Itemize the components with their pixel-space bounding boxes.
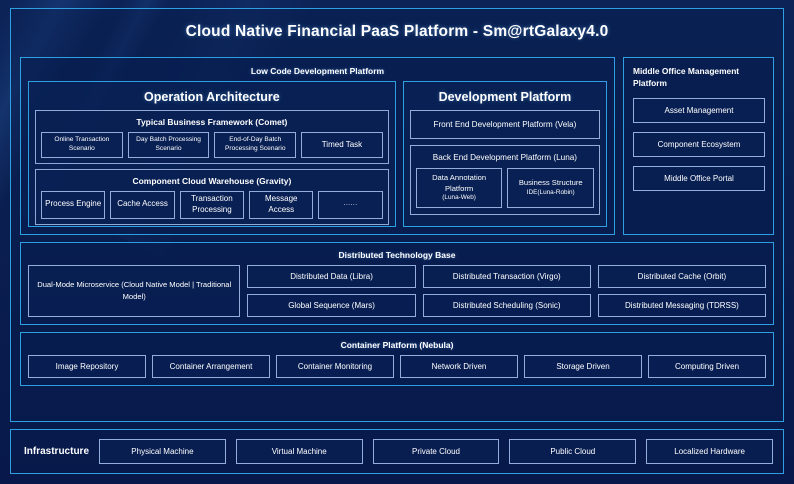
list-item[interactable]: Computing Driven xyxy=(648,355,766,378)
list-item[interactable]: Process Engine xyxy=(41,191,106,219)
list-item[interactable]: Timed Task xyxy=(301,132,383,158)
typical-business-framework-group: Typical Business Framework (Comet) Onlin… xyxy=(35,110,389,164)
list-item[interactable]: Asset Management xyxy=(633,98,765,124)
list-item[interactable]: Physical Machine xyxy=(99,439,226,464)
middle-office-items: Asset Management Component Ecosystem Mid… xyxy=(633,98,765,192)
infrastructure-items: Physical Machine Virtual Machine Private… xyxy=(99,439,773,464)
list-item[interactable]: Online Transaction Scenario xyxy=(41,132,123,158)
list-item-label: Data Annotation Platform xyxy=(432,172,487,193)
low-code-platform-title: Low Code Development Platform xyxy=(250,66,385,76)
list-item[interactable]: Distributed Cache (Orbit) xyxy=(597,265,767,288)
development-platform-column: Development Platform Front End Developme… xyxy=(402,81,607,227)
list-item[interactable]: Network Driven xyxy=(400,355,518,378)
list-item[interactable]: Data Annotation Platform (Luna-Web) xyxy=(415,168,503,208)
list-item[interactable]: Storage Driven xyxy=(524,355,642,378)
front-end-development-platform[interactable]: Front End Development Platform (Vela) xyxy=(409,110,600,139)
component-cloud-warehouse-items: Process Engine Cache Access Transaction … xyxy=(41,191,383,219)
typical-business-framework-title: Typical Business Framework (Comet) xyxy=(136,117,288,127)
page-title: Cloud Native Financial PaaS Platform - S… xyxy=(185,23,609,40)
low-code-columns: Operation Architecture Typical Business … xyxy=(28,81,607,227)
list-item[interactable]: Private Cloud xyxy=(372,439,500,464)
container-platform-panel: Container Platform (Nebula) Image Reposi… xyxy=(20,332,774,386)
distributed-technology-base-panel: Distributed Technology Base Dual-Mode Mi… xyxy=(20,242,774,325)
list-item[interactable]: Distributed Transaction (Virgo) xyxy=(422,265,591,288)
list-item[interactable]: Virtual Machine xyxy=(235,439,363,464)
list-item[interactable]: Component Ecosystem xyxy=(633,132,765,158)
list-item-label: Business Structure xyxy=(518,178,583,188)
upper-region: Low Code Development Platform Operation … xyxy=(20,57,774,235)
back-end-items: Data Annotation Platform (Luna-Web) Busi… xyxy=(415,168,595,208)
list-item[interactable]: Distributed Messaging (TDRSS) xyxy=(597,294,767,317)
list-item[interactable]: Global Sequence (Mars) xyxy=(247,294,416,317)
back-end-development-platform-title: Back End Development Platform (Luna) xyxy=(432,153,578,162)
distributed-technology-base-title: Distributed Technology Base xyxy=(338,250,456,260)
dual-mode-microservice-item[interactable]: Dual-Mode Microservice (Cloud Native Mod… xyxy=(28,265,241,317)
list-item[interactable]: End-of-Day Batch Processing Scenario xyxy=(214,132,297,158)
typical-business-framework-items: Online Transaction Scenario Day Batch Pr… xyxy=(41,132,383,158)
list-item[interactable]: Message Access xyxy=(249,191,314,219)
distributed-column: Distributed Data (Libra) Global Sequence… xyxy=(247,265,416,317)
container-platform-title: Container Platform (Nebula) xyxy=(340,340,454,350)
list-item[interactable]: Middle Office Portal xyxy=(633,166,765,192)
operation-architecture-title: Operation Architecture xyxy=(144,90,280,104)
list-item[interactable]: Distributed Data (Libra) xyxy=(247,265,416,288)
list-item-sublabel: (Luna-Web) xyxy=(442,194,476,202)
list-item[interactable]: Image Repository xyxy=(28,355,146,378)
infrastructure-label: Infrastructure xyxy=(24,446,90,457)
infrastructure-panel: Infrastructure Physical Machine Virtual … xyxy=(10,429,784,474)
distributed-column: Distributed Transaction (Virgo) Distribu… xyxy=(422,265,591,317)
list-item[interactable]: Public Cloud xyxy=(509,439,637,464)
list-item[interactable]: Transaction Processing xyxy=(179,191,245,219)
container-platform-items: Image Repository Container Arrangement C… xyxy=(28,355,766,378)
component-cloud-warehouse-title: Component Cloud Warehouse (Gravity) xyxy=(132,176,292,186)
list-item[interactable]: Distributed Scheduling (Sonic) xyxy=(422,294,591,317)
list-item[interactable]: Day Batch Processing Scenario xyxy=(127,132,210,158)
middle-office-title: Middle Office Management Platform xyxy=(633,66,740,89)
low-code-development-platform-panel: Low Code Development Platform Operation … xyxy=(20,57,615,235)
distributed-column: Distributed Cache (Orbit) Distributed Me… xyxy=(597,265,767,317)
middle-office-management-platform-panel: Middle Office Management Platform Asset … xyxy=(623,57,774,235)
development-platform-title: Development Platform xyxy=(438,90,572,104)
platform-outer-frame: Cloud Native Financial PaaS Platform - S… xyxy=(10,8,784,422)
operation-architecture-column: Operation Architecture Typical Business … xyxy=(28,81,396,227)
list-item[interactable]: Container Monitoring xyxy=(276,355,394,378)
distributed-technology-base-body: Dual-Mode Microservice (Cloud Native Mod… xyxy=(28,265,767,317)
list-item[interactable]: Business Structure IDE(Luna-Robin) xyxy=(507,168,595,208)
list-item[interactable]: Cache Access xyxy=(110,191,175,219)
list-item[interactable]: Localized Hardware xyxy=(646,439,773,464)
list-item-sublabel: IDE(Luna-Robin) xyxy=(526,188,575,196)
component-cloud-warehouse-group: Component Cloud Warehouse (Gravity) Proc… xyxy=(35,169,389,225)
list-item-ellipsis[interactable]: ...... xyxy=(318,191,383,219)
back-end-development-platform-group: Back End Development Platform (Luna) Dat… xyxy=(409,145,600,215)
list-item[interactable]: Container Arrangement xyxy=(152,355,270,378)
